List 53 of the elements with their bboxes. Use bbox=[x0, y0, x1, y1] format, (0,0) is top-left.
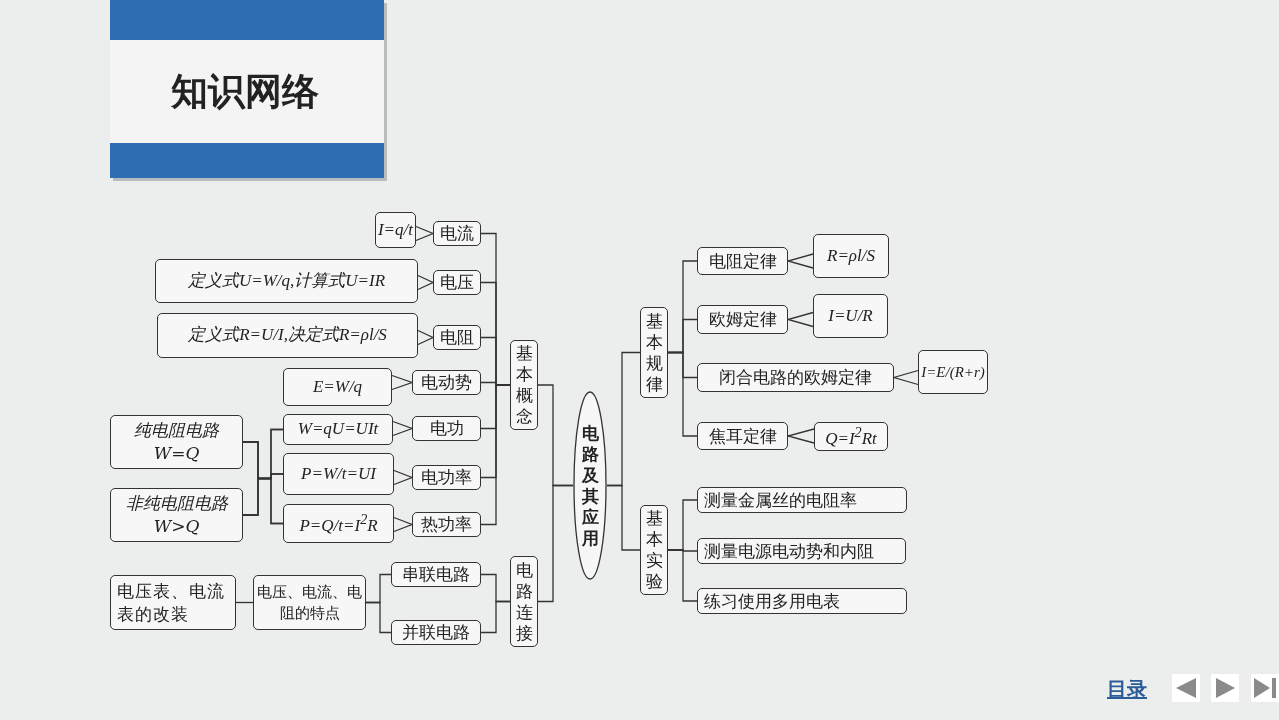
formula-box: P=W/t=UI bbox=[283, 453, 394, 495]
formula-box: Q=I$^{2}$Rt bbox=[814, 422, 888, 451]
item-box: 测量金属丝的电阻率 bbox=[697, 487, 907, 513]
callout-pointer bbox=[393, 516, 414, 533]
category-box: 基本实验 bbox=[640, 505, 668, 595]
item-box: 电压表、电流表的改装 bbox=[110, 575, 236, 630]
callout-pointer bbox=[417, 274, 435, 291]
formula-box: R=ρl/S bbox=[813, 234, 889, 278]
item-box: 测量电源电动势和内阻 bbox=[697, 538, 906, 564]
topic-ellipse: 电路及其应用 bbox=[573, 391, 607, 580]
connector-line bbox=[480, 384, 511, 526]
callout-pointer bbox=[392, 420, 414, 437]
concept-box: 电阻 bbox=[433, 325, 481, 350]
formula-box: 定义式R=U/I,决定式R=ρl/S bbox=[157, 313, 418, 358]
formula-box: E=W/q bbox=[283, 368, 392, 406]
connector-line bbox=[242, 477, 284, 525]
category-box: 基本概念 bbox=[510, 340, 538, 430]
formula-box: 定义式U=W/q,计算式U=IR bbox=[155, 259, 418, 303]
concept-box: 电压 bbox=[433, 270, 481, 295]
concept-box: 焦耳定律 bbox=[697, 422, 788, 450]
contents-link: 目录 bbox=[1107, 676, 1147, 702]
connector-line bbox=[606, 484, 641, 551]
concept-box: 电阻定律 bbox=[697, 247, 788, 275]
formula-box: I=E/(R+r) bbox=[918, 350, 988, 394]
concept-box: 电流 bbox=[433, 221, 481, 246]
category-box: 电路连接 bbox=[510, 556, 538, 647]
concept-box: 电动势 bbox=[412, 370, 481, 395]
connector-line bbox=[537, 484, 574, 603]
concept-box: 电功率 bbox=[412, 465, 481, 490]
callout-pointer bbox=[391, 374, 414, 391]
concept-box: 电功 bbox=[412, 416, 481, 441]
formula-box: 非纯电阻电路 W>Q bbox=[110, 488, 243, 542]
connector-line bbox=[667, 351, 698, 437]
callout-pointer bbox=[415, 225, 435, 242]
connector-line bbox=[480, 600, 511, 634]
concept-box: 热功率 bbox=[412, 512, 481, 537]
formula-box: I=U/R bbox=[813, 294, 888, 338]
formula-box: I=q/t bbox=[375, 212, 416, 248]
formula-box: P=Q/t=I$^{2}$R bbox=[283, 504, 394, 543]
concept-box: 电压、电流、电阻的特点 bbox=[253, 575, 366, 630]
formula-box: W=qU=UIt bbox=[283, 414, 393, 445]
title: 知识网络 bbox=[170, 69, 320, 115]
connector-line bbox=[365, 601, 392, 634]
connector-line bbox=[667, 549, 698, 602]
callout-pointer bbox=[417, 329, 435, 346]
callout-pointer bbox=[393, 469, 414, 486]
formula-box: 纯电阻电路 W=Q bbox=[110, 415, 243, 469]
item-box: 练习使用多用电表 bbox=[697, 588, 907, 614]
concept-box: 串联电路 bbox=[391, 562, 481, 587]
concept-box: 并联电路 bbox=[391, 620, 481, 645]
concept-box: 闭合电路的欧姆定律 bbox=[697, 363, 894, 392]
concept-box: 欧姆定律 bbox=[697, 305, 788, 334]
category-box: 基本规律 bbox=[640, 307, 668, 398]
